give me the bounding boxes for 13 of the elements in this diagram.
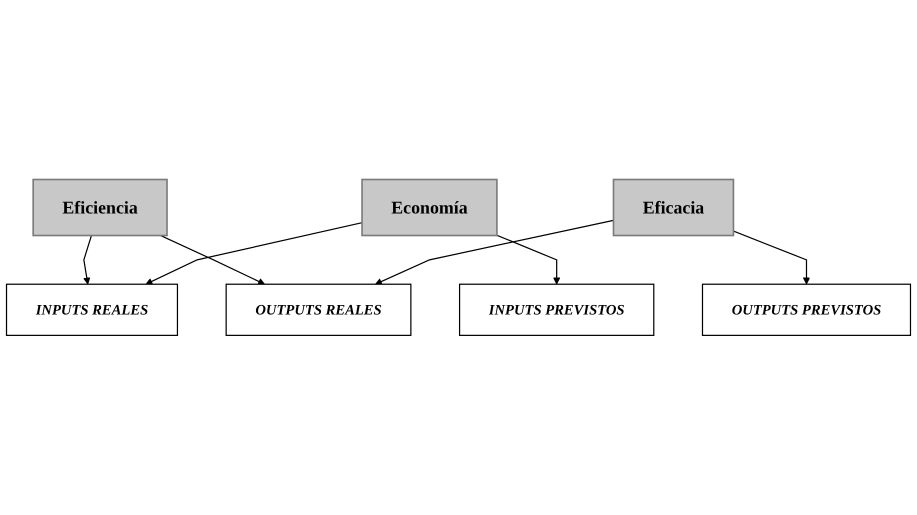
- node-box: Economía: [361, 178, 498, 236]
- node-box: INPUTS PREVISTOS: [458, 284, 654, 336]
- arrow: [83, 235, 92, 285]
- node-box: Eficiencia: [32, 178, 168, 236]
- arrow: [375, 220, 614, 285]
- node-box: INPUTS REALES: [6, 284, 178, 336]
- node-box: OUTPUTS PREVISTOS: [702, 284, 912, 336]
- arrow: [160, 235, 265, 285]
- node-box: OUTPUTS REALES: [226, 284, 412, 336]
- arrow: [733, 230, 810, 285]
- arrow: [496, 234, 560, 285]
- node-box: Eficacia: [612, 178, 734, 236]
- arrow: [146, 222, 362, 285]
